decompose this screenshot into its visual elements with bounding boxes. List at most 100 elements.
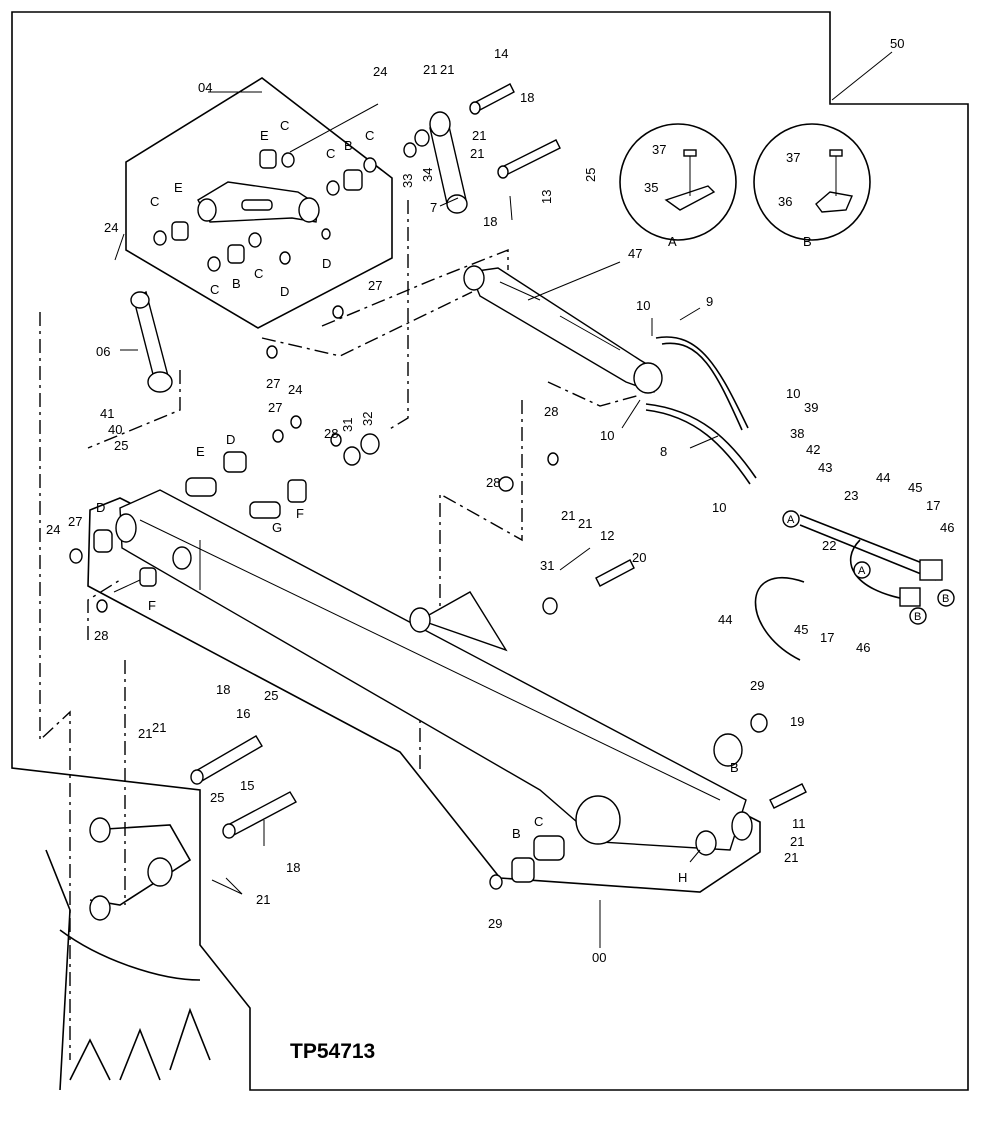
assembly-line bbox=[321, 248, 509, 327]
assembly-line bbox=[39, 312, 71, 1060]
callout: 43 bbox=[818, 460, 832, 475]
callout: 18 bbox=[483, 214, 497, 229]
callout: 13 bbox=[539, 190, 554, 204]
callout: 37 bbox=[652, 142, 666, 157]
group-50-outline bbox=[11, 11, 969, 1091]
callout: 31 bbox=[340, 418, 355, 432]
callout: 10 bbox=[636, 298, 650, 313]
bucket-link bbox=[197, 181, 320, 223]
assembly-line bbox=[547, 381, 641, 407]
link-7 bbox=[429, 111, 468, 214]
letter-label: C bbox=[210, 282, 219, 297]
hose-8-inner bbox=[645, 409, 751, 485]
callout: 17 bbox=[926, 498, 940, 513]
callout: 27 bbox=[268, 400, 282, 415]
callout: 39 bbox=[804, 400, 818, 415]
letter-label: F bbox=[148, 598, 156, 613]
callout: 19 bbox=[790, 714, 804, 729]
hose-44 bbox=[754, 576, 805, 661]
letter-label: C bbox=[326, 146, 335, 161]
callout: 21 bbox=[470, 146, 484, 161]
letter-label: F bbox=[296, 506, 304, 521]
callout: 18 bbox=[216, 682, 230, 697]
bucket-cylinder-47 bbox=[463, 265, 663, 394]
tubes-22-23 bbox=[799, 514, 943, 607]
assembly-line bbox=[87, 579, 121, 640]
group-04-outline bbox=[125, 77, 393, 329]
view-a-label: A bbox=[668, 234, 677, 249]
letter-label: D bbox=[96, 500, 105, 515]
letter-label: B bbox=[512, 826, 521, 841]
pins-15-16 bbox=[190, 735, 297, 839]
callout: 04 bbox=[198, 80, 212, 95]
callout: 24 bbox=[373, 64, 387, 79]
assembly-line bbox=[387, 200, 409, 431]
callout: 16 bbox=[236, 706, 250, 721]
callout: 06 bbox=[96, 344, 110, 359]
callout: 21 bbox=[440, 62, 454, 77]
callout: 28 bbox=[94, 628, 108, 643]
callout: 9 bbox=[706, 294, 713, 309]
callout: 34 bbox=[420, 168, 435, 182]
callout: 28 bbox=[324, 426, 338, 441]
callout: 21 bbox=[790, 834, 804, 849]
callout: 18 bbox=[286, 860, 300, 875]
callout: 37 bbox=[786, 150, 800, 165]
letter-label: E bbox=[260, 128, 269, 143]
letter-label: H bbox=[678, 870, 687, 885]
callout: 21 bbox=[578, 516, 592, 531]
callout: 23 bbox=[844, 488, 858, 503]
callout: 00 bbox=[592, 950, 606, 965]
callout: 45 bbox=[794, 622, 808, 637]
detail-view-a bbox=[619, 123, 737, 241]
letter-label: C bbox=[365, 128, 374, 143]
letter-label: B bbox=[232, 276, 241, 291]
circled-refs bbox=[782, 510, 955, 625]
callout: 12 bbox=[600, 528, 614, 543]
callout: 11 bbox=[792, 816, 806, 831]
callout: 38 bbox=[790, 426, 804, 441]
assembly-line bbox=[439, 400, 523, 620]
circled-ref-a: A bbox=[858, 565, 866, 577]
callout: 29 bbox=[750, 678, 764, 693]
circled-ref-b: B bbox=[914, 611, 921, 623]
callout: 24 bbox=[104, 220, 118, 235]
letter-label: B bbox=[730, 760, 739, 775]
callout: 18 bbox=[520, 90, 534, 105]
callout: 47 bbox=[628, 246, 642, 261]
callout: 24 bbox=[46, 522, 60, 537]
callout: 10 bbox=[786, 386, 800, 401]
callout: 46 bbox=[856, 640, 870, 655]
callout: 24 bbox=[288, 382, 302, 397]
bushings-group-04 bbox=[153, 149, 377, 272]
callout: 36 bbox=[778, 194, 792, 209]
letter-label: E bbox=[174, 180, 183, 195]
bucket bbox=[45, 817, 211, 1091]
callout: 21 bbox=[256, 892, 270, 907]
hose-9 bbox=[655, 336, 749, 429]
detail-view-b bbox=[753, 123, 871, 241]
callout: 44 bbox=[876, 470, 890, 485]
callout: 32 bbox=[360, 412, 375, 426]
callout: 17 bbox=[820, 630, 834, 645]
callout: 41 bbox=[100, 406, 114, 421]
assembly-line bbox=[261, 291, 473, 357]
callout: 21 bbox=[561, 508, 575, 523]
callout: 42 bbox=[806, 442, 820, 457]
callout: 7 bbox=[430, 200, 437, 215]
callout: 44 bbox=[718, 612, 732, 627]
callout: 40 bbox=[108, 422, 122, 437]
callout: 25 bbox=[114, 438, 128, 453]
figure-id: TP54713 bbox=[290, 1040, 375, 1063]
letter-label: C bbox=[150, 194, 159, 209]
letter-label: D bbox=[226, 432, 235, 447]
callout: 10 bbox=[712, 500, 726, 515]
callout: 25 bbox=[583, 168, 598, 182]
letter-label: E bbox=[196, 444, 205, 459]
callout: 27 bbox=[368, 278, 382, 293]
letter-label: D bbox=[322, 256, 331, 271]
callout: 8 bbox=[660, 444, 667, 459]
hose-8 bbox=[645, 403, 757, 479]
leader-lines bbox=[113, 103, 719, 948]
callout: 25 bbox=[264, 688, 278, 703]
